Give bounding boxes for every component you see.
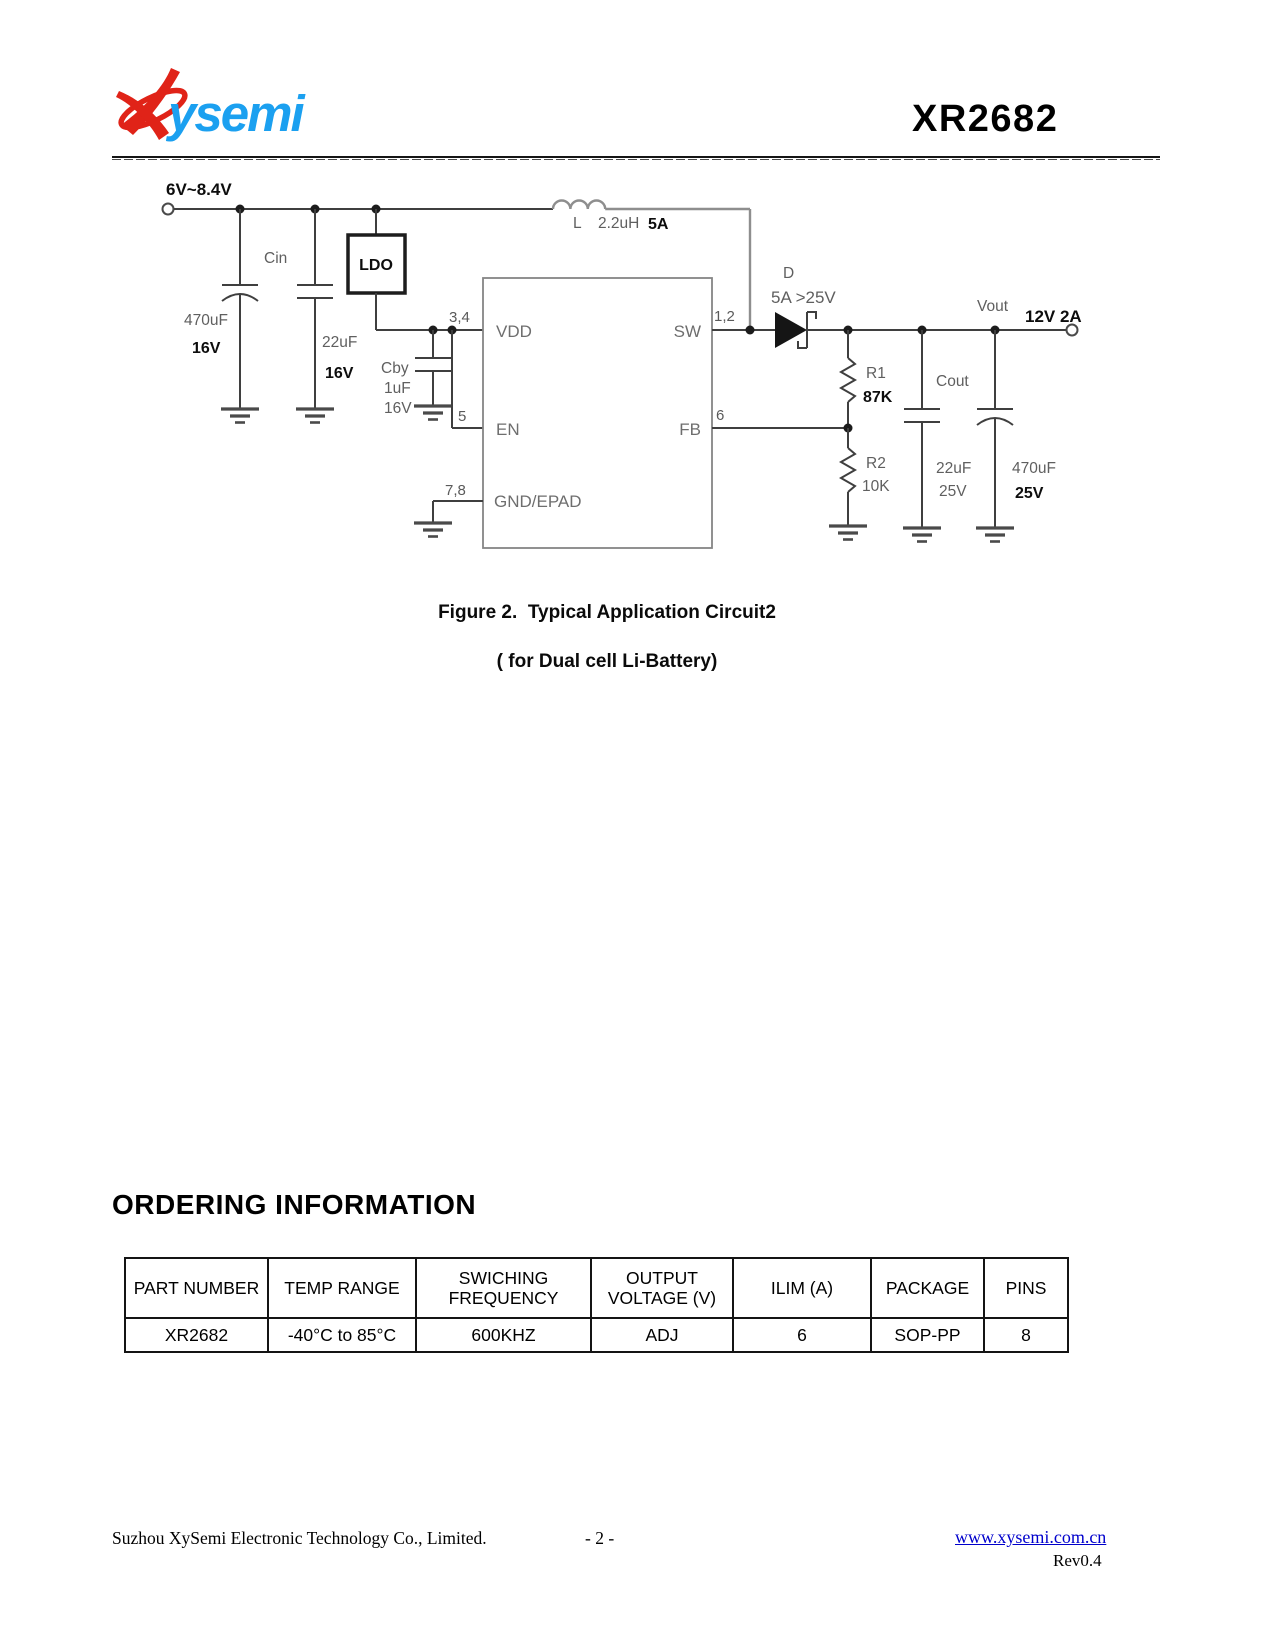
capacitor-cout-470uf: 470uF 25V (974, 325, 1056, 544)
figure-caption-line1: Figure 2. Typical Application Circuit2 (438, 602, 776, 623)
ldo-block: LDO (346, 204, 483, 331)
pin-en-label: EN (496, 420, 520, 439)
pin-vdd-number: 3,4 (449, 309, 470, 326)
pin-vdd-label: VDD (496, 322, 532, 341)
capacitor-cin-470uf: 470uF 16V (184, 204, 261, 425)
capacitor-cin-22uf: Cin 22uF 16V (264, 204, 357, 425)
logo-x-stroke-1 (121, 68, 180, 135)
inductor-value: 2.2uH (598, 215, 639, 232)
diode-rating: 5A >25V (771, 288, 836, 307)
cby-name: Cby (381, 360, 409, 377)
table-row: XR2682 -40°C to 85°C 600KHZ ADJ 6 SOP-PP… (124, 1317, 1069, 1353)
header-divider-dashes (112, 159, 1160, 160)
footer-page-number: - 2 - (585, 1528, 615, 1548)
footer-revision: Rev0.4 (1053, 1551, 1102, 1570)
vout-value: 12V 2A (1025, 307, 1082, 326)
pin-sw-number: 1,2 (714, 308, 735, 325)
pin-gnd-label: GND/EPAD (494, 492, 582, 511)
r2-name: R2 (866, 455, 886, 472)
cin-label: Cin (264, 250, 287, 267)
table-header-row: PART NUMBER TEMP RANGE SWICHING FREQUENC… (124, 1257, 1069, 1319)
pin-sw-label: SW (674, 322, 701, 341)
footer-company: Suzhou XySemi Electronic Technology Co.,… (112, 1528, 487, 1548)
figure-caption-line2: ( for Dual cell Li-Battery) (496, 651, 718, 672)
pin-en-number: 5 (458, 408, 466, 425)
vin-terminal (161, 202, 175, 216)
c22-rating: 16V (325, 365, 354, 382)
footer-website-link[interactable]: www.xysemi.com.cn (955, 1527, 1107, 1547)
r1-name: R1 (866, 365, 886, 382)
header-divider (112, 156, 1160, 158)
pin-gnd-number: 7,8 (445, 482, 466, 499)
inductor-current: 5A (648, 216, 669, 233)
col-header-output-voltage: OUTPUT VOLTAGE (V) (590, 1257, 734, 1319)
ic-block: VDD EN GND/EPAD SW FB 3,4 5 7,8 1,2 6 (445, 277, 735, 549)
logo-x-stroke-2 (116, 91, 169, 140)
cell-pins: 8 (983, 1317, 1069, 1353)
cell-part-number: XR2682 (124, 1317, 269, 1353)
vout-label: Vout (977, 298, 1009, 315)
c470-value: 470uF (184, 312, 228, 329)
cout1-rating: 25V (939, 483, 967, 500)
resistor-r1: R1 87K (838, 325, 893, 428)
cout2-value: 470uF (1012, 460, 1056, 477)
page-title: XR2682 (912, 98, 1059, 140)
cell-package: SOP-PP (870, 1317, 985, 1353)
col-header-package: PACKAGE (870, 1257, 985, 1319)
ordering-table: PART NUMBER TEMP RANGE SWICHING FREQUENC… (124, 1257, 1069, 1353)
inductor-name: L (573, 215, 582, 232)
c22-value: 22uF (322, 334, 357, 351)
cell-temp-range: -40°C to 85°C (267, 1317, 417, 1353)
schottky-diode: D 5A >25V (712, 265, 836, 349)
cell-output-voltage: ADJ (590, 1317, 734, 1353)
inductor: L 2.2uH 5A (551, 199, 752, 329)
col-header-switching-frequency: SWICHING FREQUENCY (415, 1257, 592, 1319)
xysemi-logo: ysemi (116, 68, 308, 142)
cell-switching-frequency: 600KHZ (415, 1317, 592, 1353)
en-tie-wire (447, 325, 483, 429)
vin-label: 6V~8.4V (166, 180, 232, 199)
col-header-pins: PINS (983, 1257, 1069, 1319)
vout-terminal (1065, 323, 1079, 337)
ordering-information-heading: ORDERING INFORMATION (112, 1189, 477, 1220)
cout2-rating: 25V (1015, 485, 1044, 502)
cout-label: Cout (936, 373, 969, 390)
gnd-epad-wire (412, 500, 483, 539)
pin-fb-label: FB (679, 420, 701, 439)
diode-name: D (783, 265, 794, 282)
cby-value: 1uF (384, 380, 411, 397)
ldo-label: LDO (359, 257, 393, 274)
capacitor-cby: Cby 1uF 16V (381, 325, 454, 422)
capacitor-cout-22uf: Cout 22uF 25V (901, 325, 971, 544)
c470-rating: 16V (192, 340, 221, 357)
application-circuit-diagram: 6V~8.4V L 2.2uH 5A 470uF 16V (161, 180, 1082, 549)
cout1-value: 22uF (936, 460, 971, 477)
col-header-temp-range: TEMP RANGE (267, 1257, 417, 1319)
logo-wordmark: ysemi (165, 85, 306, 142)
col-header-part-number: PART NUMBER (124, 1257, 269, 1319)
col-header-ilim: ILIM (A) (732, 1257, 872, 1319)
r1-value: 87K (863, 389, 893, 406)
r2-value: 10K (862, 478, 890, 495)
cell-ilim: 6 (732, 1317, 872, 1353)
pin-fb-number: 6 (716, 407, 724, 424)
resistor-r2: R2 10K (712, 423, 890, 542)
cby-rating: 16V (384, 400, 412, 417)
